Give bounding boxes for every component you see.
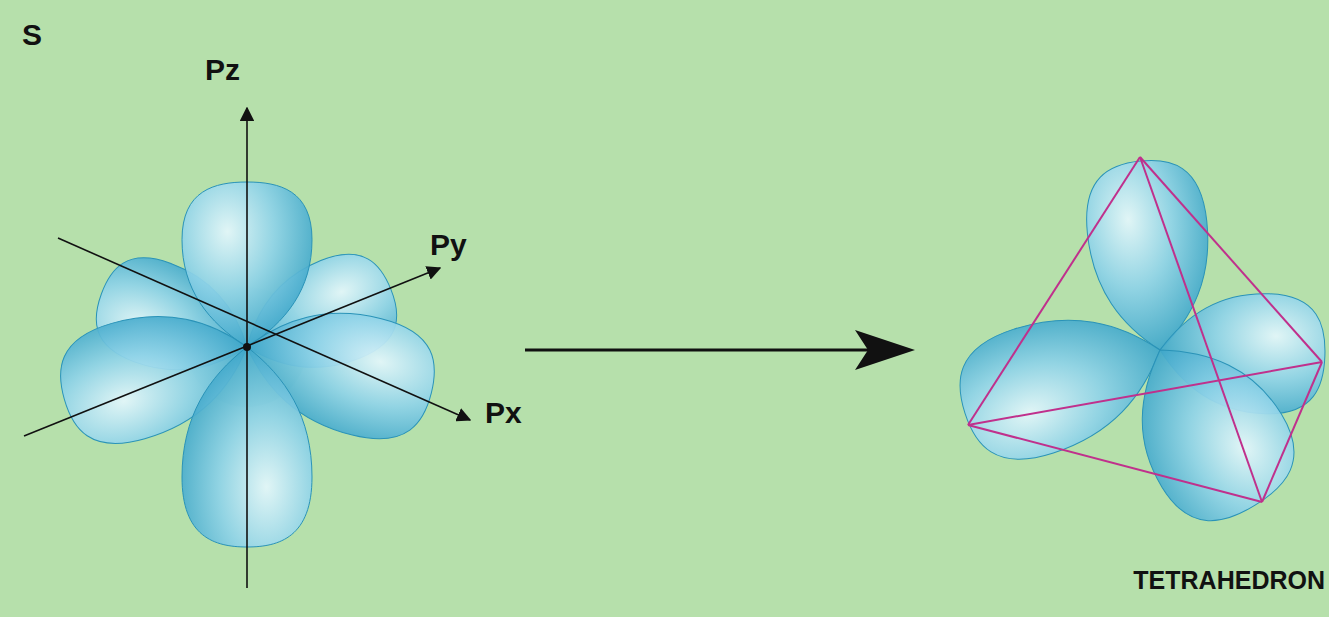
y-axis bbox=[24, 268, 440, 436]
nucleus-dot bbox=[243, 343, 251, 351]
axis-label: Px bbox=[485, 398, 522, 428]
transform-arrow bbox=[525, 330, 915, 370]
shape-caption: TETRAHEDRON bbox=[1133, 568, 1325, 593]
s-orbital-label: S bbox=[22, 20, 42, 50]
x-axis bbox=[58, 238, 470, 420]
sp3-lobes bbox=[945, 155, 1327, 542]
tetrahedron-edges bbox=[968, 157, 1322, 502]
axis-label: Py bbox=[430, 230, 467, 260]
orbital-lobe bbox=[945, 288, 1180, 475]
axes bbox=[24, 108, 470, 588]
axis-label: Pz bbox=[205, 55, 240, 85]
